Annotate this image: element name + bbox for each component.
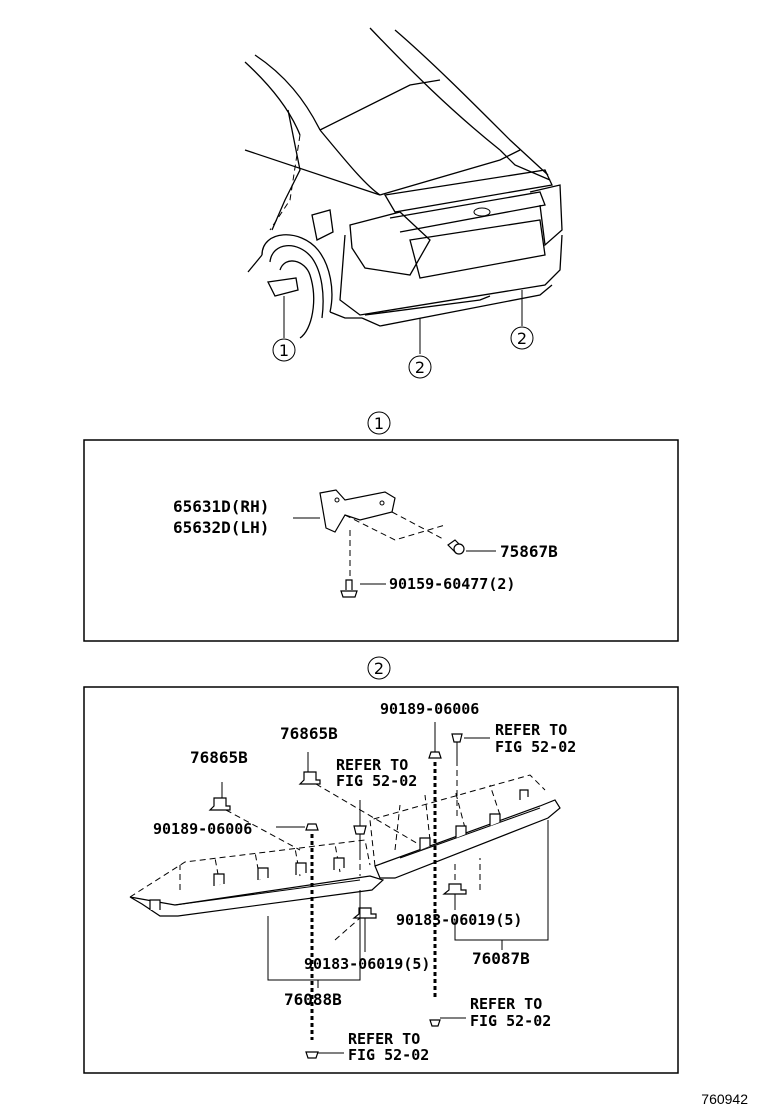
figure-id: 760942 <box>701 1091 748 1107</box>
label-refer-bottom-1: REFER TO <box>348 1030 420 1048</box>
bolt-refer-bottom <box>305 1051 344 1059</box>
screw-90189-left <box>276 823 319 1040</box>
section-2-frame <box>83 686 679 1074</box>
label-90189-top: 90189-06006 <box>380 700 479 718</box>
label-90183-right: 90183-06019(5) <box>396 911 522 929</box>
svg-text:2: 2 <box>374 659 384 678</box>
svg-text:2: 2 <box>517 329 527 348</box>
screw-90189-top <box>428 722 442 1000</box>
label-refer-mid-1: REFER TO <box>336 756 408 774</box>
label-65632d: 65632D(LH) <box>173 518 269 537</box>
label-76865b-left: 76865B <box>190 748 248 767</box>
label-65631d: 65631D(RH) <box>173 497 269 516</box>
cover-76088b <box>129 839 385 917</box>
section-2-header: 2 <box>367 656 391 680</box>
clip-75867b <box>447 539 496 555</box>
label-refer-top-right-1: REFER TO <box>495 721 567 739</box>
label-76087b: 76087B <box>472 949 530 968</box>
cover-76087b <box>369 774 561 879</box>
bracket-76865b-mid <box>298 752 421 846</box>
bracket-76865b-left <box>208 797 301 851</box>
bolt-refer-bottom-right <box>429 1017 466 1027</box>
label-76088b: 76088B <box>284 990 342 1009</box>
label-76865b-mid: 76865B <box>280 724 338 743</box>
section-1-frame <box>83 439 679 642</box>
nut-90183-right <box>442 858 481 910</box>
label-90183-left: 90183-06019(5) <box>304 955 430 973</box>
mudguard-part <box>319 489 446 580</box>
label-90189-left: 90189-06006 <box>153 820 252 838</box>
label-refer-top-right-2: FIG 52-02 <box>495 738 576 756</box>
screw-90159 <box>340 579 386 598</box>
bolt-refer-mid <box>353 800 367 876</box>
section-1-header: 1 <box>367 411 391 435</box>
label-90159: 90159-60477(2) <box>389 575 515 593</box>
callout-2-car-right: 2 <box>510 326 534 350</box>
bolt-refer-top-right <box>451 733 490 820</box>
svg-text:1: 1 <box>374 414 384 433</box>
bracket-76088b <box>267 890 361 981</box>
label-75867b: 75867B <box>500 542 558 561</box>
callout-2-car-center: 2 <box>408 355 432 379</box>
svg-text:1: 1 <box>279 341 289 360</box>
label-refer-mid-2: FIG 52-02 <box>336 772 417 790</box>
label-refer-bottom-right-1: REFER TO <box>470 995 542 1013</box>
callout-1-car: 1 <box>272 338 296 362</box>
label-refer-bottom-2: FIG 52-02 <box>348 1046 429 1064</box>
label-refer-bottom-right-2: FIG 52-02 <box>470 1012 551 1030</box>
car-rear-illustration <box>244 27 563 354</box>
nut-90183-left <box>334 907 377 952</box>
svg-text:2: 2 <box>415 358 425 377</box>
